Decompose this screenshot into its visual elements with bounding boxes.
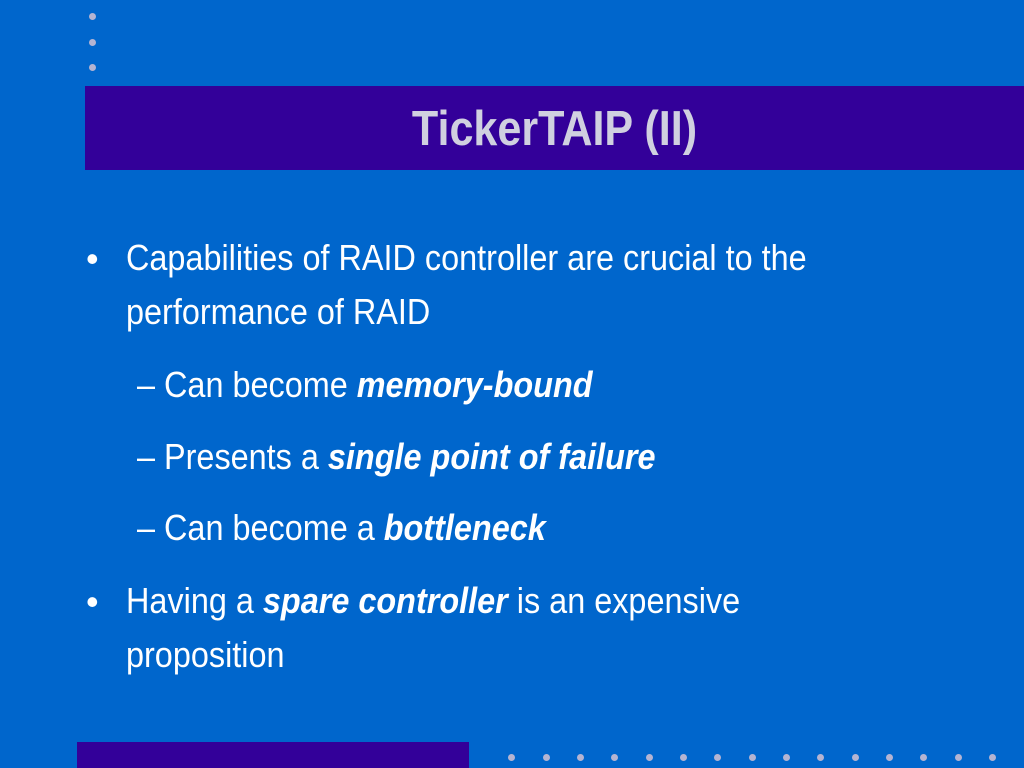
sub-bullet-text: – Can become a	[137, 507, 384, 548]
bullet-1-line-1: Capabilities of RAID controller are cruc…	[126, 237, 807, 278]
slide-title: TickerTAIP (II)	[411, 102, 698, 156]
sub-bullet-memory-bound: – Can become memory-bound	[137, 364, 593, 406]
dot	[920, 754, 927, 761]
dot	[611, 754, 618, 761]
dot	[646, 754, 653, 761]
bullet-2-line-1: Having a spare controller is an expensiv…	[126, 580, 740, 622]
dot	[989, 754, 996, 761]
dot	[886, 754, 893, 761]
sub-bullet-bottleneck: – Can become a bottleneck	[137, 507, 546, 549]
sub-bullet-emphasis: single point of failure	[327, 436, 656, 477]
dot	[749, 754, 756, 761]
bullet-marker: •	[86, 581, 99, 622]
bullet-1-line-2: performance of RAID	[126, 291, 431, 332]
dot	[577, 754, 584, 761]
dot	[817, 754, 824, 761]
dot	[783, 754, 790, 761]
dot	[714, 754, 721, 761]
sub-bullet-single-point-of-failure: – Presents a single point of failure	[137, 436, 656, 478]
sub-bullet-emphasis: memory-bound	[356, 364, 593, 405]
dot	[89, 39, 96, 46]
bullet-2-suffix: is an expensive	[507, 580, 741, 621]
bullet-2-line-2: proposition	[126, 634, 285, 675]
sub-bullet-text: – Can become	[137, 364, 357, 405]
bullet-marker: •	[86, 238, 99, 279]
dot	[955, 754, 962, 761]
sub-bullet-text: – Presents a	[137, 436, 328, 477]
dot	[680, 754, 687, 761]
bottom-accent-bar	[77, 742, 469, 768]
dot	[89, 64, 96, 71]
sub-bullet-emphasis: bottleneck	[383, 507, 546, 548]
title-bar: TickerTAIP (II)	[85, 86, 1024, 170]
dot	[543, 754, 550, 761]
bullet-2-text: Having a	[126, 580, 263, 621]
dot	[852, 754, 859, 761]
dot	[508, 754, 515, 761]
dot	[89, 13, 96, 20]
bullet-2-emphasis: spare controller	[262, 580, 508, 621]
